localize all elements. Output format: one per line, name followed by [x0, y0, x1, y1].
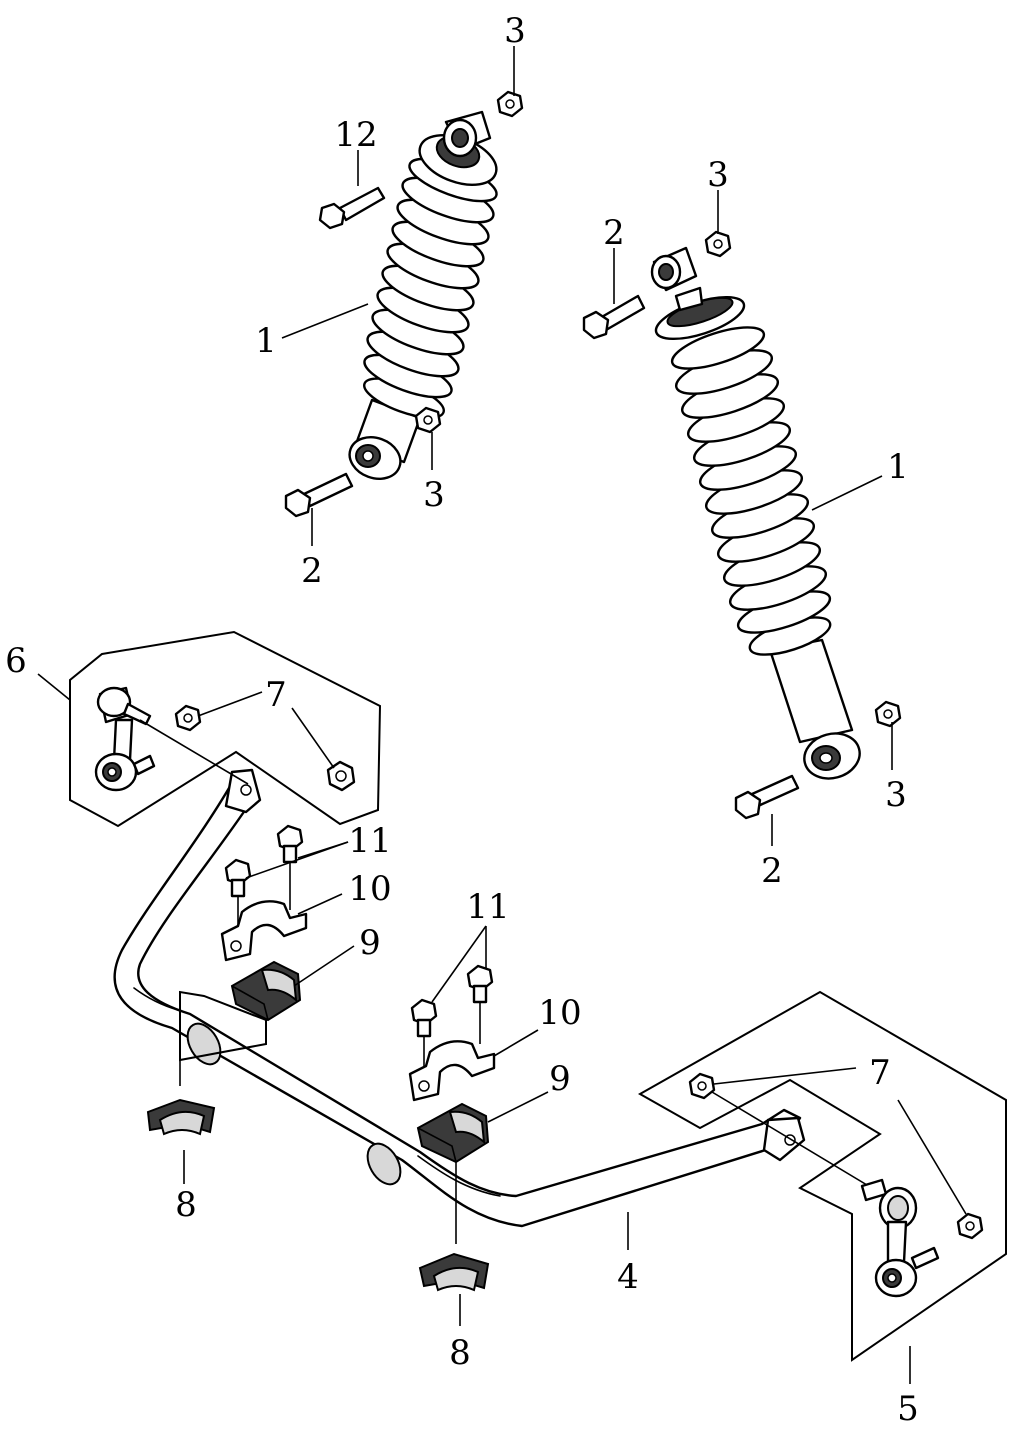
- left-shock-absorber: [348, 110, 498, 480]
- leader-lines: [37, 46, 967, 1384]
- callout-right-bushing-half: 8: [449, 1333, 471, 1373]
- right-bushing-clamp: [408, 1040, 496, 1102]
- callout-left-bushing-half: 8: [175, 1185, 197, 1225]
- callout-left-clamp: 10: [348, 869, 391, 909]
- callout-left-bushing: 9: [359, 923, 381, 963]
- left-bushing-clamp: [220, 900, 308, 962]
- right-link-group-outline: [637, 990, 1007, 1362]
- left-shock-top-bolt: [318, 186, 386, 230]
- left-clamp-bolt-a: [276, 824, 304, 864]
- right-stabilizer-link: [860, 1178, 940, 1298]
- left-shock-bottom-nut: [414, 406, 442, 434]
- callout-right-shock-body: 1: [887, 447, 909, 487]
- callout-right-link-nuts: 7: [869, 1053, 891, 1093]
- callout-right-bushing: 9: [549, 1059, 571, 1099]
- callout-stabilizer-bar: 4: [617, 1257, 639, 1297]
- left-shock-bottom-bolt: [284, 472, 354, 518]
- callout-left-link-nuts: 7: [265, 675, 287, 715]
- left-stabilizer-link: [94, 686, 156, 792]
- right-clamp-bolt-a: [466, 964, 494, 1004]
- right-rubber-bushing: [416, 1102, 490, 1164]
- left-link-nut-lower: [326, 760, 356, 792]
- left-shock-spring: [363, 157, 498, 419]
- right-bushing-half: [418, 1252, 490, 1292]
- right-shock-bottom-bolt: [734, 774, 800, 820]
- right-shock-absorber: [650, 246, 861, 780]
- right-shock-spring: [670, 326, 832, 656]
- left-shock-top-nut: [496, 90, 524, 118]
- callout-left-shock-bottom-bolt: 2: [301, 551, 323, 591]
- callout-right-shock-bottom-nut: 3: [885, 775, 907, 815]
- right-shock-top-bolt: [582, 294, 646, 340]
- callout-right-clamp: 10: [538, 993, 581, 1033]
- right-shock-bottom-nut: [874, 700, 902, 728]
- callout-left-shock-top-bolt: 12: [334, 115, 377, 155]
- callout-left-shock-bottom-nut: 3: [423, 475, 445, 515]
- callout-right-clamp-bolts: 11: [466, 887, 509, 927]
- left-rubber-bushing: [230, 960, 302, 1022]
- left-bushing-half: [146, 1098, 216, 1136]
- callout-right-shock-top-bolt: 2: [603, 213, 625, 253]
- callout-left-shock-body: 1: [255, 321, 277, 361]
- right-link-nut-upper: [688, 1072, 716, 1100]
- callout-left-shock-top-nut: 3: [504, 11, 526, 51]
- stabilizer-bar: [113, 768, 806, 1228]
- callout-right-link: 5: [897, 1389, 919, 1429]
- left-link-group-outline: [69, 630, 382, 828]
- right-shock-top-nut: [704, 230, 732, 258]
- callout-right-shock-bottom-bolt: 2: [761, 851, 783, 891]
- right-link-nut-lower: [956, 1212, 984, 1240]
- left-link-nut-upper: [174, 704, 202, 732]
- callout-left-link: 6: [5, 641, 27, 681]
- callout-left-clamp-bolts: 11: [348, 821, 391, 861]
- right-clamp-bolt-b: [410, 998, 438, 1038]
- callout-right-shock-top-nut: 3: [707, 155, 729, 195]
- left-clamp-outline: [179, 990, 267, 1062]
